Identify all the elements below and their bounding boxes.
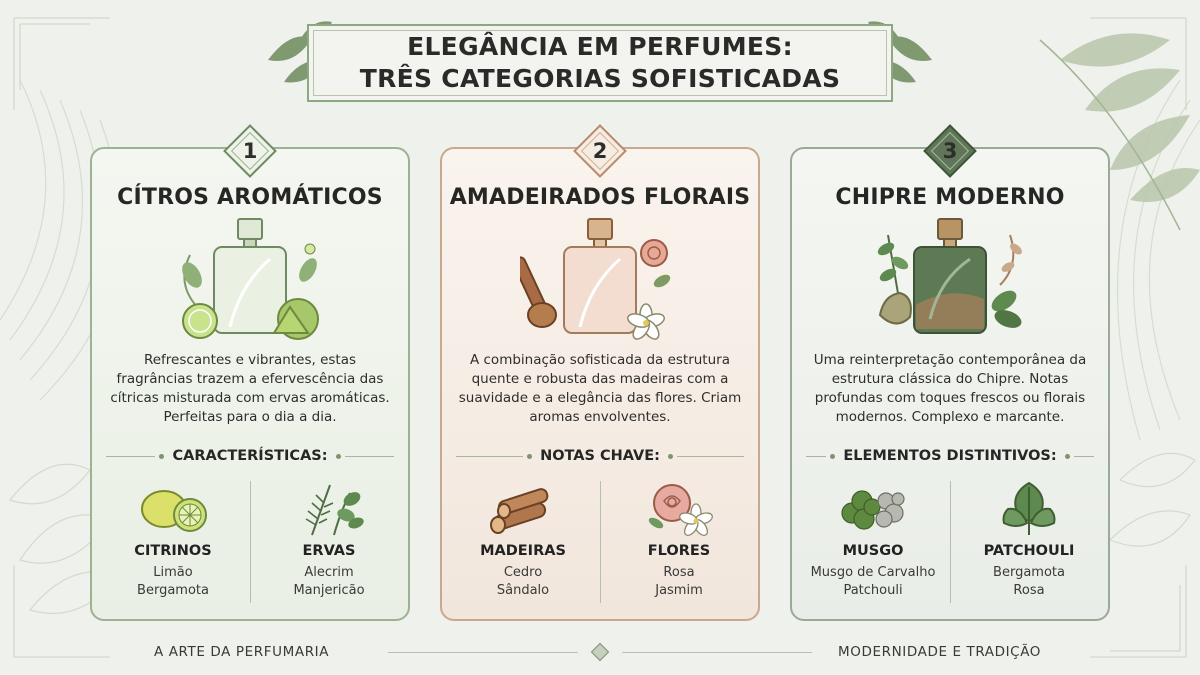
citrus-perfume-bottle-icon	[182, 218, 319, 340]
woody-floral-perfume-bottle-icon	[520, 218, 671, 340]
sub-name: CITRINOS	[134, 543, 212, 559]
sub-madeiras: MADEIRAS Cedro Sândalo	[448, 479, 598, 609]
section-header: ELEMENTOS DISTINTIVOS:	[806, 445, 1095, 467]
sub-name: MADEIRAS	[480, 543, 566, 559]
sub-musgo: MUSGO Musgo de Carvalho Patchouli	[798, 479, 948, 609]
card-citrus: 1 CÍTROS AROMÁTICOS Refrescantes e vibra…	[90, 124, 410, 621]
title-banner: ELEGÂNCIA EM PERFUMES: TRÊS CATEGORIAS S…	[307, 24, 893, 102]
card-chypre: 3 CHIPRE MODERNO Uma reinterpretação con…	[790, 124, 1110, 621]
sub-item: Sândalo	[496, 583, 550, 598]
badge-number: 2	[592, 139, 608, 163]
card-woody-floral: 2 AMADEIRADOS FLORAIS A combinação sofis…	[440, 124, 760, 621]
sub-item: Musgo de Carvalho	[810, 565, 936, 580]
card-description: A combinação sofisticada da estrutura qu…	[458, 352, 742, 425]
section-label: NOTAS CHAVE:	[540, 448, 660, 464]
footer-diamond-icon	[590, 642, 610, 662]
sub-item: Bergamota	[137, 583, 209, 598]
sub-name: FLORES	[647, 543, 711, 559]
section-label: CARACTERÍSTICAS:	[172, 448, 328, 464]
sub-item: Jasmim	[655, 583, 703, 598]
footer-rule-right	[622, 652, 812, 653]
sub-divider	[250, 481, 251, 603]
sub-item: Limão	[153, 565, 193, 580]
sub-divider	[600, 481, 601, 603]
section-label: ELEMENTOS DISTINTIVOS:	[843, 448, 1057, 464]
footer-right-text: MODERNIDADE E TRADIÇÃO	[838, 644, 1042, 660]
sub-item: Patchouli	[843, 583, 903, 598]
sub-flores: FLORES Rosa Jasmim	[604, 479, 754, 609]
patchouli-leaf-icon	[1002, 481, 1056, 535]
card-title: AMADEIRADOS FLORAIS	[449, 185, 751, 210]
herbs-icon	[305, 484, 364, 536]
badge-number: 3	[942, 139, 958, 163]
badge-diamond-icon	[573, 124, 627, 178]
sub-item: Alecrim	[304, 565, 354, 580]
sub-item: Bergamota	[993, 565, 1065, 580]
badge-3: 3	[922, 123, 978, 179]
badge-diamond-icon	[223, 124, 277, 178]
badge-2: 2	[572, 123, 628, 179]
sub-item: Rosa	[663, 565, 695, 580]
rose-flower-icon	[648, 484, 713, 536]
sub-item: Cedro	[503, 565, 543, 580]
title-line-1: ELEGÂNCIA EM PERFUMES:	[407, 32, 793, 61]
sub-item: Manjericão	[293, 583, 365, 598]
sub-item: Rosa	[1013, 583, 1045, 598]
wood-logs-icon	[490, 488, 549, 534]
card-description: Uma reinterpretação contemporânea da est…	[813, 352, 1087, 425]
card-description: Refrescantes e vibrantes, estas fragrânc…	[110, 352, 390, 425]
badge-diamond-icon	[923, 124, 977, 178]
card-title: CHIPRE MODERNO	[835, 185, 1065, 210]
sub-name: MUSGO	[842, 543, 904, 559]
badge-number: 1	[242, 139, 258, 163]
footer-left-text: A ARTE DA PERFUMARIA	[154, 644, 330, 660]
sub-citrinos: CITRINOS Limão Bergamota	[98, 479, 248, 609]
sub-divider	[950, 481, 951, 603]
card-title: CÍTROS AROMÁTICOS	[117, 185, 383, 210]
moss-icon	[841, 490, 905, 530]
sub-ervas: ERVAS Alecrim Manjericão	[254, 479, 404, 609]
chypre-perfume-bottle-icon	[877, 218, 1022, 334]
sub-patchouli: PATCHOULI Bergamota Rosa	[954, 479, 1104, 609]
lemon-icon	[141, 490, 207, 532]
sub-name: ERVAS	[302, 543, 356, 559]
title-line-2: TRÊS CATEGORIAS SOFISTICADAS	[359, 64, 841, 93]
badge-1: 1	[222, 123, 278, 179]
section-header: CARACTERÍSTICAS:	[106, 445, 394, 467]
sub-name: PATCHOULI	[983, 543, 1075, 559]
footer-rule-left	[388, 652, 578, 653]
section-header: NOTAS CHAVE:	[456, 445, 745, 467]
